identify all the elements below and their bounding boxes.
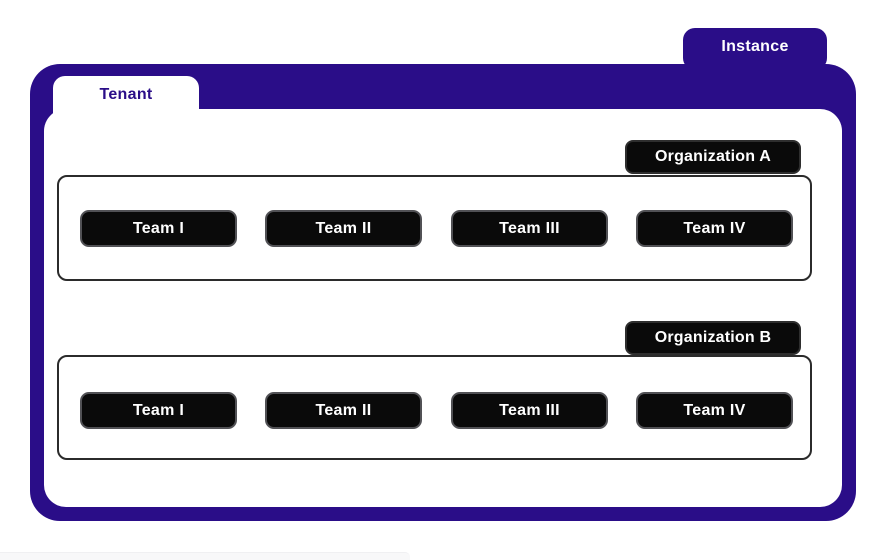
instance-label: Instance	[721, 38, 789, 55]
organization-b-label: Organization B	[625, 321, 801, 355]
team-box: Team I	[80, 392, 237, 429]
team-box: Team I	[80, 210, 237, 247]
team-label: Team II	[315, 401, 372, 419]
team-box: Team II	[265, 392, 422, 429]
team-label: Team IV	[683, 219, 746, 237]
instance-tab: Instance	[683, 28, 827, 70]
team-box: Team III	[451, 392, 608, 429]
team-label: Team IV	[683, 401, 746, 419]
team-box: Team IV	[636, 392, 793, 429]
team-box: Team II	[265, 210, 422, 247]
organization-a-label-text: Organization A	[655, 148, 771, 165]
cutoff-bottom-element	[0, 552, 410, 560]
team-box: Team IV	[636, 210, 793, 247]
team-box: Team III	[451, 210, 608, 247]
tenant-tab: Tenant	[53, 76, 199, 116]
team-label: Team II	[315, 219, 372, 237]
organization-b-label-text: Organization B	[654, 329, 772, 346]
team-label: Team III	[499, 401, 560, 419]
team-label: Team I	[132, 219, 185, 237]
tenant-label: Tenant	[99, 86, 153, 103]
team-label: Team I	[132, 401, 185, 419]
team-label: Team III	[499, 219, 560, 237]
organization-a-label: Organization A	[625, 140, 801, 174]
